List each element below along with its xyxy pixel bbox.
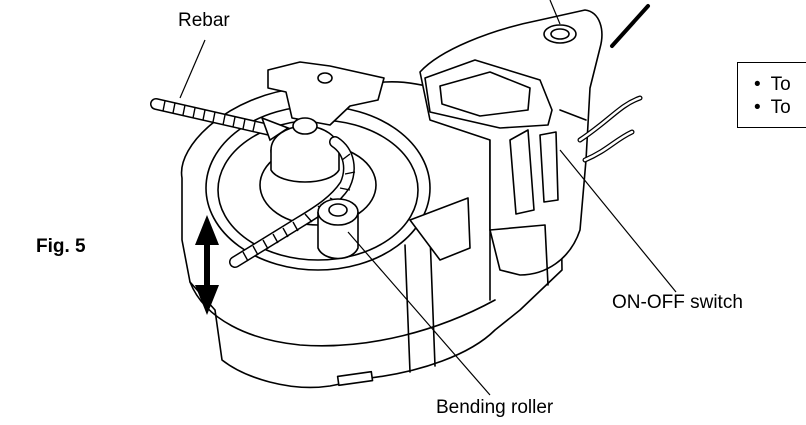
bending-roller (317, 198, 359, 260)
rebar-upper (150, 98, 276, 136)
on-off-switch-label: ON-OFF switch (612, 292, 743, 313)
housing-skirt (189, 281, 496, 347)
note-item: To (754, 96, 806, 119)
guide-block (267, 61, 385, 126)
bending-roller-label: Bending roller (436, 397, 554, 418)
note-list: To To (738, 63, 806, 119)
skirt-slot (336, 370, 374, 387)
side-plate (409, 197, 471, 261)
switch-window-leader (549, 0, 561, 25)
up-down-arrow-icon (195, 215, 219, 315)
rebar-label: Rebar (178, 10, 230, 31)
figure-label: Fig. 5 (36, 236, 86, 257)
note-item: To (754, 73, 806, 96)
onoff-leader (559, 149, 677, 293)
switch-window (543, 24, 577, 44)
roller-leader (347, 231, 491, 396)
direction-stroke (610, 4, 650, 48)
note-box: To To (737, 62, 806, 128)
rebar-leader (179, 39, 206, 99)
rebar-pointer (260, 116, 290, 142)
